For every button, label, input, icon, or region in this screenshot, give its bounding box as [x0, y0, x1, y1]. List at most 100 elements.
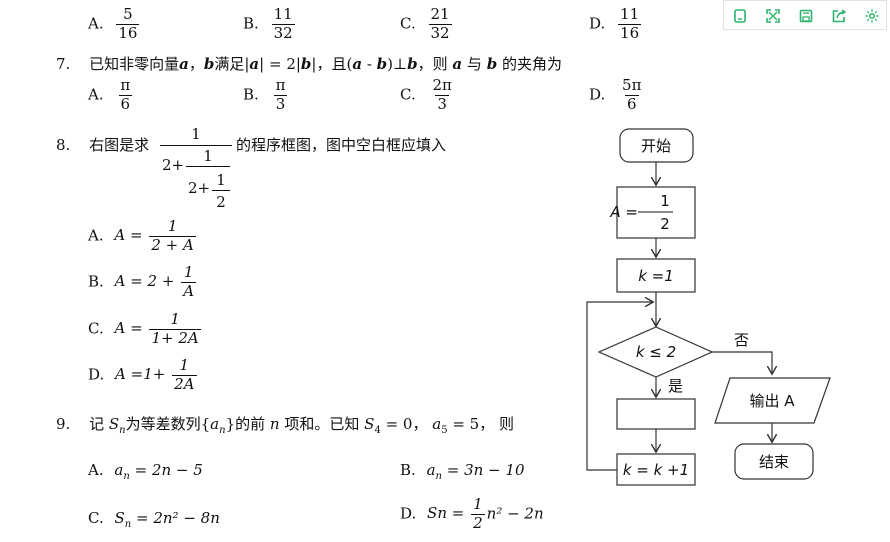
variable: a	[432, 415, 442, 433]
option-label: B.	[88, 272, 104, 291]
option-label: D.	[400, 504, 417, 523]
option-label: B.	[243, 14, 259, 33]
fullscreen-button[interactable]	[763, 6, 783, 26]
fraction-numerator: 1	[170, 310, 180, 328]
fraction-term: 2+	[162, 156, 185, 174]
subscript: 4	[374, 425, 381, 436]
fraction-denominator: 2 + A	[149, 235, 196, 254]
fraction-denominator: 1+ 2A	[149, 328, 201, 347]
end-text: 结束	[759, 453, 789, 471]
fraction-denominator: 2	[216, 193, 226, 211]
subscript: n	[119, 425, 126, 436]
fraction: π 6	[118, 76, 133, 113]
fraction-denominator: 16	[116, 23, 140, 42]
fraction-numerator: 5	[123, 5, 133, 23]
share-button[interactable]	[829, 6, 849, 26]
option-label: D.	[589, 85, 606, 104]
fraction-numerator: 11	[620, 5, 640, 23]
stem-text: 为等差数列{	[125, 415, 211, 433]
subscript: n	[435, 471, 442, 482]
q7-option-a: A. π 6	[88, 76, 134, 113]
variable: S	[114, 509, 125, 527]
no-label: 否	[734, 331, 749, 349]
fraction: 1 2 + A	[149, 218, 196, 254]
fraction: 1 2A	[172, 356, 197, 393]
vector-a: a	[179, 55, 189, 73]
fraction-denominator: 32	[271, 23, 295, 42]
fraction-numerator: 5π	[622, 76, 642, 94]
stem-text: 项和。已知	[284, 415, 360, 433]
variable: n	[269, 415, 280, 433]
stem-text: 记	[89, 415, 105, 433]
fraction-numerator: π	[120, 76, 131, 94]
vector-a: a	[452, 55, 463, 73]
subscript: 5	[441, 425, 448, 436]
option-label: C.	[88, 319, 104, 338]
fraction-numerator: 21	[430, 5, 450, 23]
blank-node	[616, 398, 696, 430]
subscript: n	[123, 471, 130, 482]
stem-text: )⊥	[387, 55, 408, 73]
stem-text: = 0，	[380, 415, 428, 433]
fraction-denominator: 6	[624, 94, 639, 113]
no-branch-arrow	[712, 351, 772, 373]
fraction-denominator: 16	[618, 23, 642, 42]
q6-option-a: A. 5 16	[88, 5, 141, 42]
equation-lhs: A =	[114, 226, 143, 245]
fraction-denominator: 3	[273, 94, 288, 113]
copy-icon	[734, 9, 746, 23]
fraction: 5π 6	[620, 76, 643, 113]
stem-text: 的夹角为	[497, 55, 562, 73]
fraction-numerator: 11	[273, 5, 293, 23]
option-label: C.	[400, 14, 416, 33]
copy-button[interactable]	[730, 6, 750, 26]
stem-text: 的程序框图，图中空白框应填入	[236, 136, 447, 154]
option-label: A.	[88, 461, 104, 479]
option-label: A.	[88, 14, 104, 33]
stem-text: 右图是求	[89, 136, 150, 154]
init-a-numerator: 1	[660, 192, 670, 210]
subscript: n	[124, 519, 132, 530]
variable: a	[114, 461, 124, 479]
q9-stem: 9. 记 Sn为等差数列{an}的前 n 项和。已知 S4 = 0， a5 = …	[56, 413, 514, 436]
fraction-numerator: 1	[203, 147, 213, 165]
stem-text: }的前	[225, 415, 266, 433]
settings-button[interactable]	[862, 6, 882, 26]
equation-lhs: A =	[114, 319, 143, 338]
q8-option-a: A. A = 1 2 + A	[88, 218, 198, 254]
q7-option-c: C. 2π 3	[400, 77, 456, 113]
stem-text: ，则	[417, 55, 453, 73]
fraction-denominator: 3	[435, 94, 449, 113]
end-node	[734, 443, 814, 480]
q9-option-c: C. Sn = 2n² − 8n	[88, 509, 220, 530]
q9-option-a: A. an = 2n − 5	[88, 461, 203, 482]
variable: a	[426, 461, 436, 479]
option-label: C.	[400, 85, 416, 104]
q8-option-b: B. A = 2 + 1 A	[88, 264, 198, 300]
fraction: π 3	[273, 76, 288, 113]
save-icon	[799, 9, 813, 23]
vector-b: b	[300, 55, 312, 73]
fraction: 1 A	[181, 264, 197, 300]
start-text: 开始	[641, 137, 671, 155]
q9-option-b: B. an = 3n − 10	[400, 461, 524, 482]
q6-option-b: B. 11 32	[243, 5, 297, 42]
equation-lhs: A = 2 +	[114, 272, 175, 291]
save-button[interactable]	[796, 6, 816, 26]
equation-rhs: = 3n − 10	[441, 461, 525, 479]
q7-stem: 7. 已知非零向量a，b满足|a| = 2|b|，且(a - b)⊥b，则 a …	[56, 53, 562, 74]
yes-label: 是	[668, 377, 683, 395]
equation-lhs: A =1+	[115, 365, 166, 384]
fraction-numerator: π	[275, 76, 286, 94]
fraction: 11 16	[618, 5, 642, 42]
init-a-denominator: 2	[660, 215, 670, 233]
fraction-numerator: 1	[179, 356, 190, 374]
vector-a: a	[352, 55, 363, 73]
continued-fraction: 1 2+ 1 2+ 1 2	[160, 125, 232, 215]
equation-rhs: = 2n² − 8n	[131, 509, 220, 527]
fraction-bar	[186, 166, 230, 167]
fraction-bar	[212, 190, 230, 191]
fraction-term: 2+	[188, 179, 211, 197]
output-node	[714, 377, 831, 424]
